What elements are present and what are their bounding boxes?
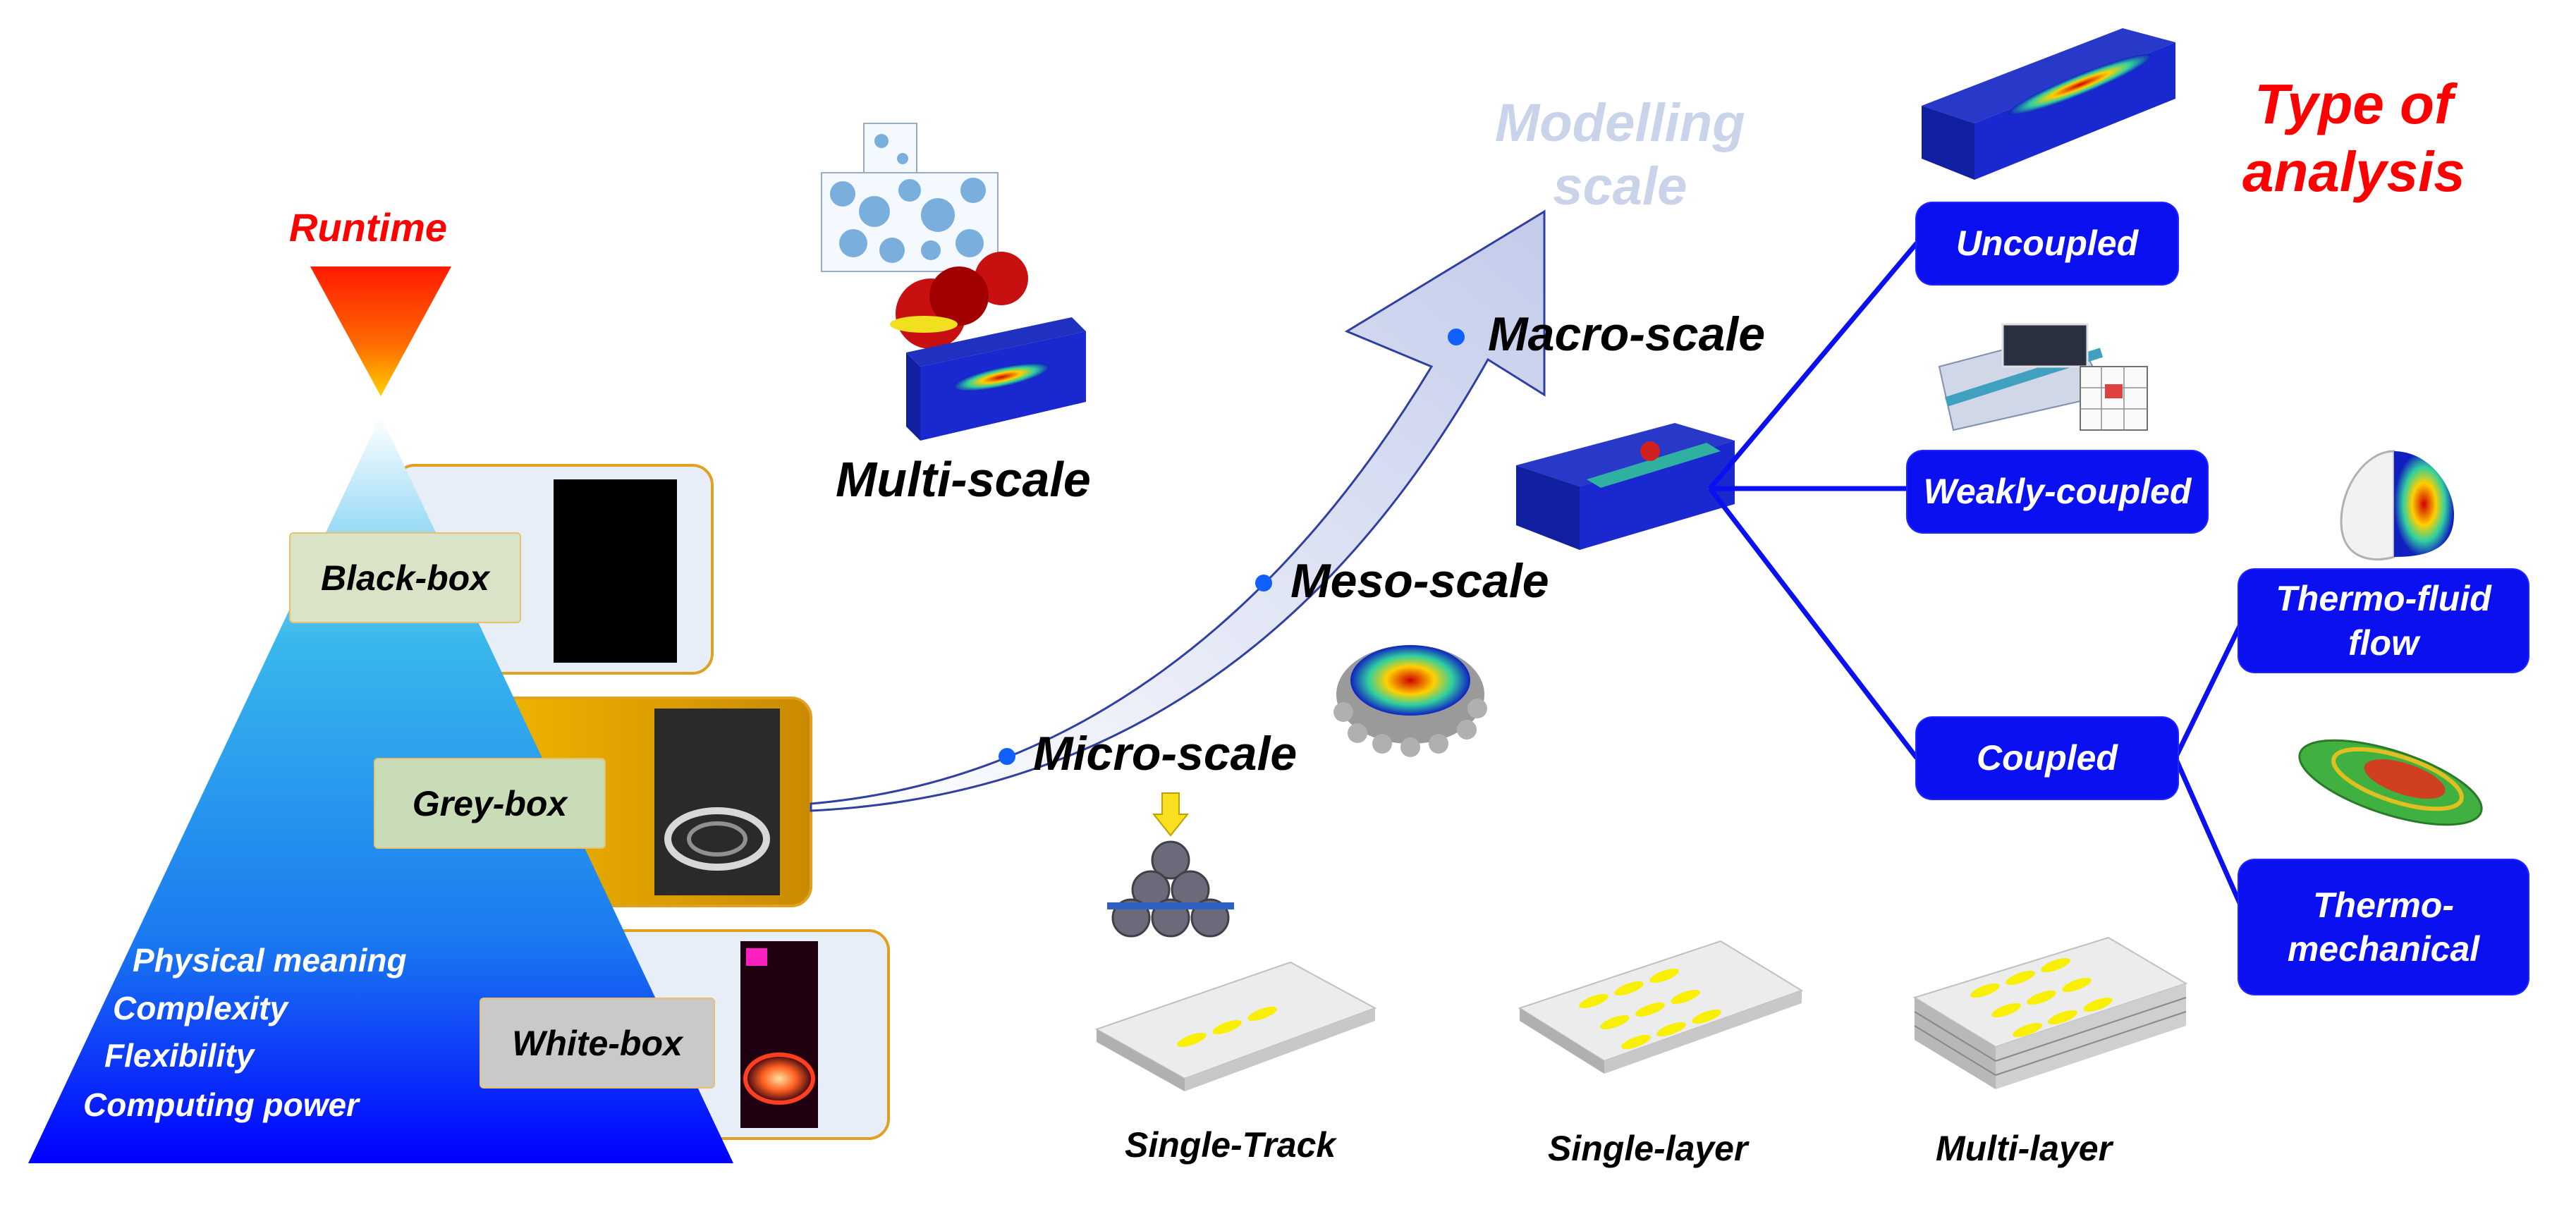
weakly-coupled-pill: Weakly-coupled [1907, 451, 2207, 532]
meso-scale-dot [1255, 575, 1272, 591]
attribute-complexity: Complexity [113, 990, 288, 1026]
modelling-scale-title: Modelling scale [1495, 93, 1745, 216]
white-box-label: White-box [480, 998, 715, 1089]
micro-scale-label: Micro-scale [1033, 727, 1298, 780]
multi-layer-label: Multi-layer [1936, 1129, 2113, 1168]
multi-scale-label: Multi-scale [836, 452, 1091, 507]
analysis-tree [1708, 241, 2245, 911]
meso-scale-label: Meso-scale [1290, 554, 1549, 608]
attribute-computing-power: Computing power [83, 1086, 359, 1123]
macro-scale-dot [1448, 329, 1465, 345]
grey-box-ring [664, 807, 770, 871]
thermo-mechanical-pill: Thermo- mechanical [2239, 860, 2528, 994]
uncoupled-slab [1974, 42, 2175, 180]
single-layer-plate [1518, 940, 1804, 1074]
grey-box-label: Grey-box [374, 758, 606, 849]
modelling-scale-arrow [810, 209, 1546, 812]
runtime-triangle [310, 266, 451, 396]
micro-scale-dot [999, 748, 1015, 765]
black-box-label: Black-box [289, 532, 521, 623]
analysis-title: Type of analysis [2242, 73, 2465, 203]
uncoupled-pill: Uncoupled [1917, 203, 2178, 284]
runtime-label: Runtime [289, 205, 447, 250]
macro-scale-slab [1580, 441, 1735, 550]
thermo-fluid-pill: Thermo-fluid flow [2239, 570, 2528, 672]
black-box-image [554, 479, 677, 663]
single-layer-label: Single-layer [1548, 1129, 1748, 1168]
thermo-fluid-figure [2340, 450, 2395, 560]
macro-scale-label: Macro-scale [1488, 307, 1766, 361]
micro-powder-particles [1111, 840, 1230, 938]
white-box-melt-ring [743, 1053, 815, 1105]
single-track-plate [1094, 961, 1377, 1091]
coupled-pill: Coupled [1917, 718, 2178, 799]
attribute-flexibility: Flexibility [104, 1037, 255, 1074]
multi-layer-plate [1912, 936, 2188, 1089]
single-track-label: Single-Track [1125, 1125, 1336, 1165]
attribute-physical-meaning: Physical meaning [133, 942, 407, 979]
